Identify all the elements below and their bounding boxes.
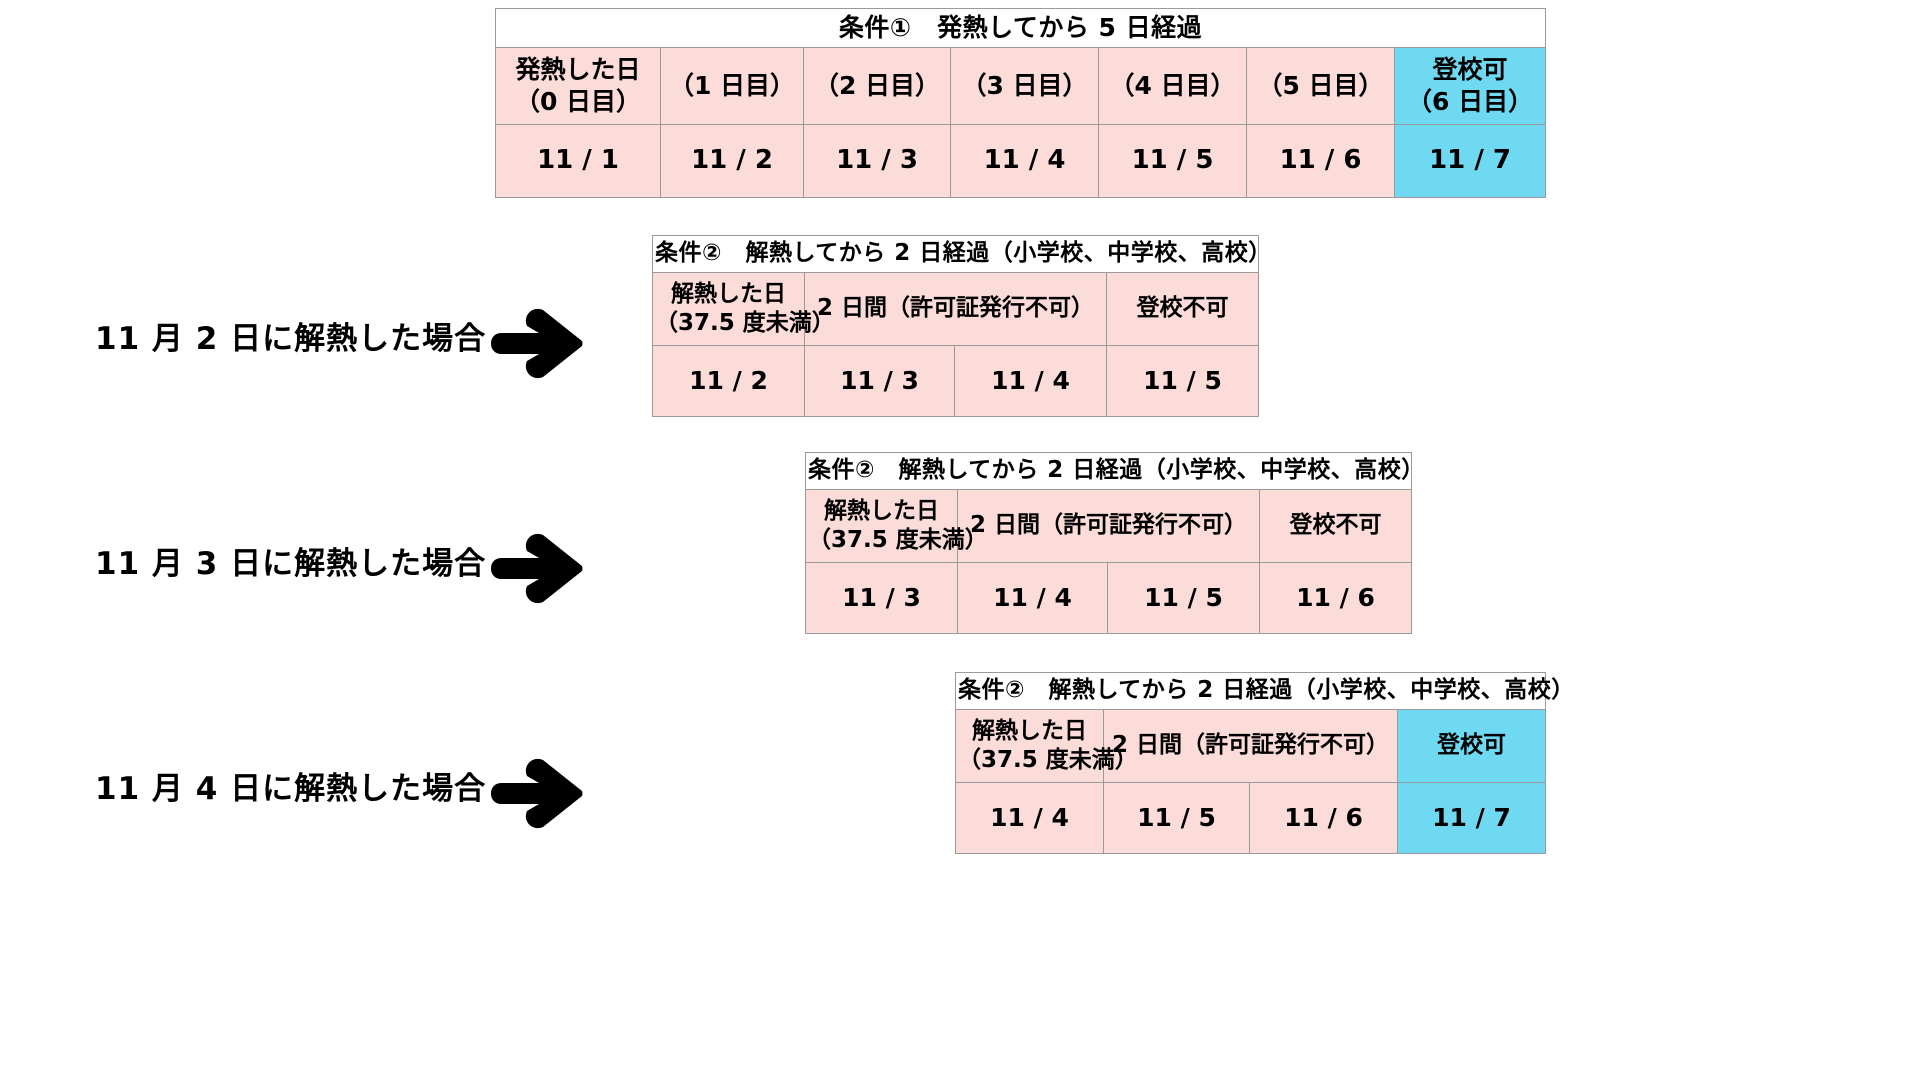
header-line1: 解熱した日 [972,717,1087,744]
condition1-header-cell-4: （4 日目） [1098,47,1247,125]
case2-title: 条件② 解熱してから 2 日経過（小学校、中学校、高校） [805,452,1424,490]
case2-header-row: 解熱した日 （37.5 度未満） 2 日間（許可証発行不可） 登校不可 [805,489,1412,563]
condition1-date-row: 11 / 1 11 / 2 11 / 3 11 / 4 11 / 5 11 / … [495,124,1547,198]
case3-date-cell-3: 11 / 7 [1397,782,1546,854]
condition1-title: 条件① 発熱してから 5 日経過 [494,8,1547,48]
case-label-2: 11 月 3 日に解熱した場合 [95,546,487,582]
condition1-header-cell-5: （5 日目） [1246,47,1395,125]
condition1-date-cell-0: 11 / 1 [495,124,661,198]
condition1-header-cell-2: （2 日目） [803,47,951,125]
right-arrow-icon [487,525,591,611]
condition1-date-cell-2: 11 / 3 [803,124,951,198]
right-arrow-icon [487,750,591,836]
case1-date-cell-3: 11 / 5 [1106,345,1259,417]
condition1-header-cell-6: 登校可 （6 日目） [1393,47,1547,125]
header-line2: （4 日目） [1109,71,1236,100]
case-table-2: 条件② 解熱してから 2 日経過（小学校、中学校、高校） 解熱した日 （37.5… [805,452,1424,634]
condition1-date-cell-1: 11 / 2 [660,124,804,198]
header-line2: （0 日目） [514,87,642,116]
case-label-1: 11 月 2 日に解熱した場合 [95,321,487,357]
condition1-date-cell-4: 11 / 5 [1098,124,1247,198]
case2-header-cell-1: 2 日間（許可証発行不可） [957,489,1260,563]
header-line2: （37.5 度未満） [958,747,1138,773]
condition1-header-row: 発熱した日 （0 日目） （1 日目） （2 日目） （3 日目） （4 日目）… [495,47,1547,125]
case2-title-row: 条件② 解熱してから 2 日経過（小学校、中学校、高校） [805,452,1424,490]
case2-header-cell-0: 解熱した日 （37.5 度未満） [805,489,988,563]
header-line2: （5 日目） [1257,71,1384,100]
condition1-header-cell-1: （1 日目） [660,47,804,125]
case3-header-cell-0: 解熱した日 （37.5 度未満） [955,709,1138,783]
case3-date-cell-1: 11 / 5 [1103,782,1250,854]
case3-header-cell-1: 2 日間（許可証発行不可） [1103,709,1398,783]
condition1-title-row: 条件① 発熱してから 5 日経過 [494,8,1547,48]
case1-title-row: 条件② 解熱してから 2 日経過（小学校、中学校、高校） [652,235,1271,273]
case1-date-row: 11 / 2 11 / 3 11 / 4 11 / 5 [652,345,1259,417]
case1-header-cell-0: 解熱した日 （37.5 度未満） [652,272,835,346]
header-line2: （1 日目） [668,71,796,100]
header-line1: 解熱した日 [671,280,786,307]
case2-date-cell-1: 11 / 4 [957,562,1108,634]
header-line2: （2 日目） [813,71,941,100]
case1-header-row: 解熱した日 （37.5 度未満） 2 日間（許可証発行不可） 登校不可 [652,272,1259,346]
header-line2: （3 日目） [961,71,1088,100]
case1-title: 条件② 解熱してから 2 日経過（小学校、中学校、高校） [652,235,1271,273]
case-table-3: 条件② 解熱してから 2 日経過（小学校、中学校、高校） 解熱した日 （37.5… [955,672,1574,854]
case3-title: 条件② 解熱してから 2 日経過（小学校、中学校、高校） [955,672,1574,710]
condition1-date-cell-6: 11 / 7 [1393,124,1547,198]
header-line1: 発熱した日 [515,55,641,84]
case3-date-row: 11 / 4 11 / 5 11 / 6 11 / 7 [955,782,1546,854]
case1-header-cell-1: 2 日間（許可証発行不可） [804,272,1107,346]
right-arrow-icon [487,300,591,386]
case-label-3: 11 月 4 日に解熱した場合 [95,771,487,807]
case2-header-cell-2: 登校不可 [1259,489,1412,563]
case3-date-cell-2: 11 / 6 [1249,782,1398,854]
case3-header-row: 解熱した日 （37.5 度未満） 2 日間（許可証発行不可） 登校可 [955,709,1546,783]
case2-date-row: 11 / 3 11 / 4 11 / 5 11 / 6 [805,562,1412,634]
header-line2: （6 日目） [1406,87,1534,116]
header-line2: （37.5 度未満） [808,527,988,553]
case-table-1: 条件② 解熱してから 2 日経過（小学校、中学校、高校） 解熱した日 （37.5… [652,235,1271,417]
condition1-date-cell-5: 11 / 6 [1246,124,1395,198]
condition1-header-cell-0: 発熱した日 （0 日目） [495,47,661,125]
case2-date-cell-2: 11 / 5 [1107,562,1260,634]
case1-date-cell-1: 11 / 3 [804,345,955,417]
case3-title-row: 条件② 解熱してから 2 日経過（小学校、中学校、高校） [955,672,1574,710]
header-line1: 登校可 [1432,55,1508,84]
case2-date-cell-0: 11 / 3 [805,562,958,634]
header-line1: 解熱した日 [824,497,939,524]
condition1-date-cell-3: 11 / 4 [950,124,1099,198]
case1-date-cell-0: 11 / 2 [652,345,805,417]
condition1-table: 条件① 発熱してから 5 日経過 発熱した日 （0 日目） （1 日目） （2 … [494,8,1547,198]
case1-header-cell-2: 登校不可 [1106,272,1259,346]
case1-date-cell-2: 11 / 4 [954,345,1107,417]
case3-header-cell-2: 登校可 [1397,709,1546,783]
case2-date-cell-3: 11 / 6 [1259,562,1412,634]
header-line2: （37.5 度未満） [655,310,835,336]
condition1-header-cell-3: （3 日目） [950,47,1099,125]
case3-date-cell-0: 11 / 4 [955,782,1104,854]
